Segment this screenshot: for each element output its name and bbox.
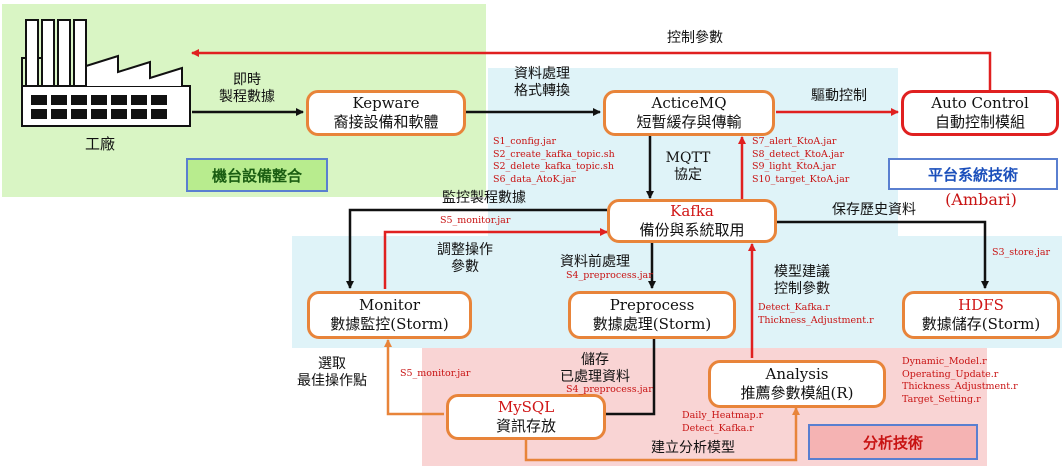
analysis-title: Analysis [765, 365, 829, 383]
kafka-title: Kafka [670, 202, 714, 220]
hdfs-subtitle: 數據儲存(Storm) [921, 315, 1041, 333]
thickness-adjustment: Thickness_Adjustment.r [758, 314, 874, 326]
preproc-label: 資料前處理 [560, 254, 630, 270]
adjust-label: 調整操作 參數 [420, 242, 510, 276]
analysis-tag: 分析技術 [808, 424, 978, 460]
arrow-mysql-monitor [384, 339, 444, 416]
kafka-subtitle: 備份與系統取用 [639, 221, 745, 239]
daily-list: Daily_Heatmap.r Detect_Kafka.r [682, 410, 763, 435]
arrow-kafka-hdfs [776, 220, 989, 289]
hdfs-r-list: Dynamic_Model.r Operating_Update.r Thick… [902, 356, 1018, 406]
mysql-title: MySQL [497, 398, 555, 416]
operating-update: Operating_Update.r [902, 368, 999, 380]
monitordata-label: 監控製程數據 [442, 190, 526, 206]
arrow-control-params [191, 49, 992, 90]
analysis-subtitle: 推薦參數模組(R) [740, 384, 854, 402]
monitor-title: Monitor [358, 296, 421, 314]
savehist-label: 保存歷史資料 [832, 202, 916, 218]
mysql-subtitle: 資訊存放 [495, 417, 556, 435]
activemq-box[interactable]: ActiceMQ 短暫緩存與傳輸 [603, 90, 775, 136]
jar-s9: S9_light_KtoA.jar [752, 161, 836, 172]
realtime-label: 即時 製程數據 [192, 72, 302, 106]
monitor-subtitle: 數據監控(Storm) [330, 315, 449, 333]
activemq-title: ActiceMQ [651, 94, 727, 112]
hdfs-box[interactable]: HDFS 數據儲存(Storm) [902, 291, 1060, 339]
arrow-monitor-kafka [383, 228, 608, 289]
dataproc-line1: 資料處理 [514, 66, 570, 82]
autocontrol-box[interactable]: Auto Control 自動控制模組 [901, 90, 1059, 136]
autocontrol-subtitle: 自動控制模組 [934, 113, 1025, 131]
preprocess-subtitle: 數據處理(Storm) [592, 315, 712, 333]
s5-left-label: S5_monitor.jar [400, 368, 471, 379]
analysis-box[interactable]: Analysis 推薦參數模組(R) [708, 360, 886, 408]
adjust-line2: 參數 [451, 259, 479, 275]
kepware-jar-list: S1_config.jar S2_create_kafka_topic.sh S… [493, 136, 615, 186]
preprocess-box[interactable]: Preprocess 數據處理(Storm) [568, 291, 736, 339]
dataproc-line2: 格式轉換 [514, 83, 570, 99]
ambari-label: (Ambari) [945, 190, 1017, 209]
kepware-title: Kepware [352, 94, 420, 112]
preprocess-title: Preprocess [609, 296, 695, 314]
activemq-subtitle: 短暫緩存與傳輸 [636, 113, 742, 131]
jar-s2-delete: S2_delete_kafka_topic.sh [493, 161, 614, 172]
arrow-kafka-monitor [346, 208, 607, 289]
detect-list: Detect_Kafka.r Thickness_Adjustment.r [758, 302, 874, 327]
s3-label: S3_store.jar [992, 247, 1051, 258]
select-label: 選取 最佳操作點 [272, 356, 392, 390]
arrow-mysql-analysis [524, 407, 800, 462]
factory-icon [21, 19, 191, 127]
platform-tag: 平台系統技術 [888, 158, 1058, 190]
drive-label: 驅動控制 [811, 88, 867, 104]
monitor-box[interactable]: Monitor 數據監控(Storm) [307, 291, 472, 339]
jar-s7: S7_alert_KtoA.jar [752, 136, 837, 147]
ctrlparam-label: 控制參數 [667, 30, 723, 46]
select-line2: 最佳操作點 [297, 373, 367, 389]
target-setting: Target_Setting.r [902, 393, 981, 405]
realtime-line1: 即時 [233, 72, 261, 88]
detect-kafka-2: Detect_Kafka.r [682, 422, 754, 434]
activemq-jar-list: S7_alert_KtoA.jar S8_detect_KtoA.jar S9_… [752, 136, 849, 186]
jar-s8: S8_detect_KtoA.jar [752, 148, 844, 160]
adjust-line1: 調整操作 [437, 242, 493, 258]
mqtt-label: MQTT 協定 [658, 150, 718, 184]
store-line1: 儲存 [581, 352, 609, 368]
factory-label: 工廠 [84, 135, 115, 153]
s4-bottom-label: S4_preprocess.jar [566, 384, 653, 395]
s4-top-label: S4_preprocess.jar [566, 270, 653, 281]
buildmodel-label: 建立分析模型 [651, 440, 735, 456]
mqtt-line1: MQTT [665, 150, 711, 166]
dynamic-model: Dynamic_Model.r [902, 356, 987, 367]
autocontrol-title: Auto Control [931, 94, 1029, 112]
jar-s2-create: S2_create_kafka_topic.sh [493, 148, 615, 160]
mysql-box[interactable]: MySQL 資訊存放 [446, 394, 606, 440]
s5-top-label: S5_monitor.jar [440, 215, 511, 226]
store-label: 儲存 已處理資料 [540, 352, 650, 386]
daily-heatmap: Daily_Heatmap.r [682, 410, 764, 421]
model-line2: 控制參數 [774, 281, 830, 297]
detect-kafka: Detect_Kafka.r [758, 302, 830, 313]
realtime-line2: 製程數據 [219, 89, 275, 105]
model-line1: 模型建議 [774, 264, 830, 280]
dataproc-label: 資料處理 格式轉換 [482, 66, 602, 100]
jar-s10: S10_target_KtoA.jar [752, 173, 850, 185]
select-line1: 選取 [318, 356, 346, 372]
jar-s1: S1_config.jar [493, 136, 557, 147]
jar-s6: S6_data_AtoK.jar [493, 173, 576, 185]
store-line2: 已處理資料 [560, 369, 630, 385]
hdfs-title: HDFS [958, 296, 1004, 314]
kepware-box[interactable]: Kepware 裔接設備和軟體 [306, 90, 466, 136]
mqtt-line2: 協定 [674, 167, 702, 183]
thickness-adjustment-2: Thickness_Adjustment.r [902, 381, 1018, 392]
kepware-subtitle: 裔接設備和軟體 [333, 113, 439, 131]
machine-integration-tag: 機台設備整合 [186, 158, 328, 192]
kafka-box[interactable]: Kafka 備份與系統取用 [607, 199, 777, 243]
model-label: 模型建議 控制參數 [752, 264, 852, 298]
